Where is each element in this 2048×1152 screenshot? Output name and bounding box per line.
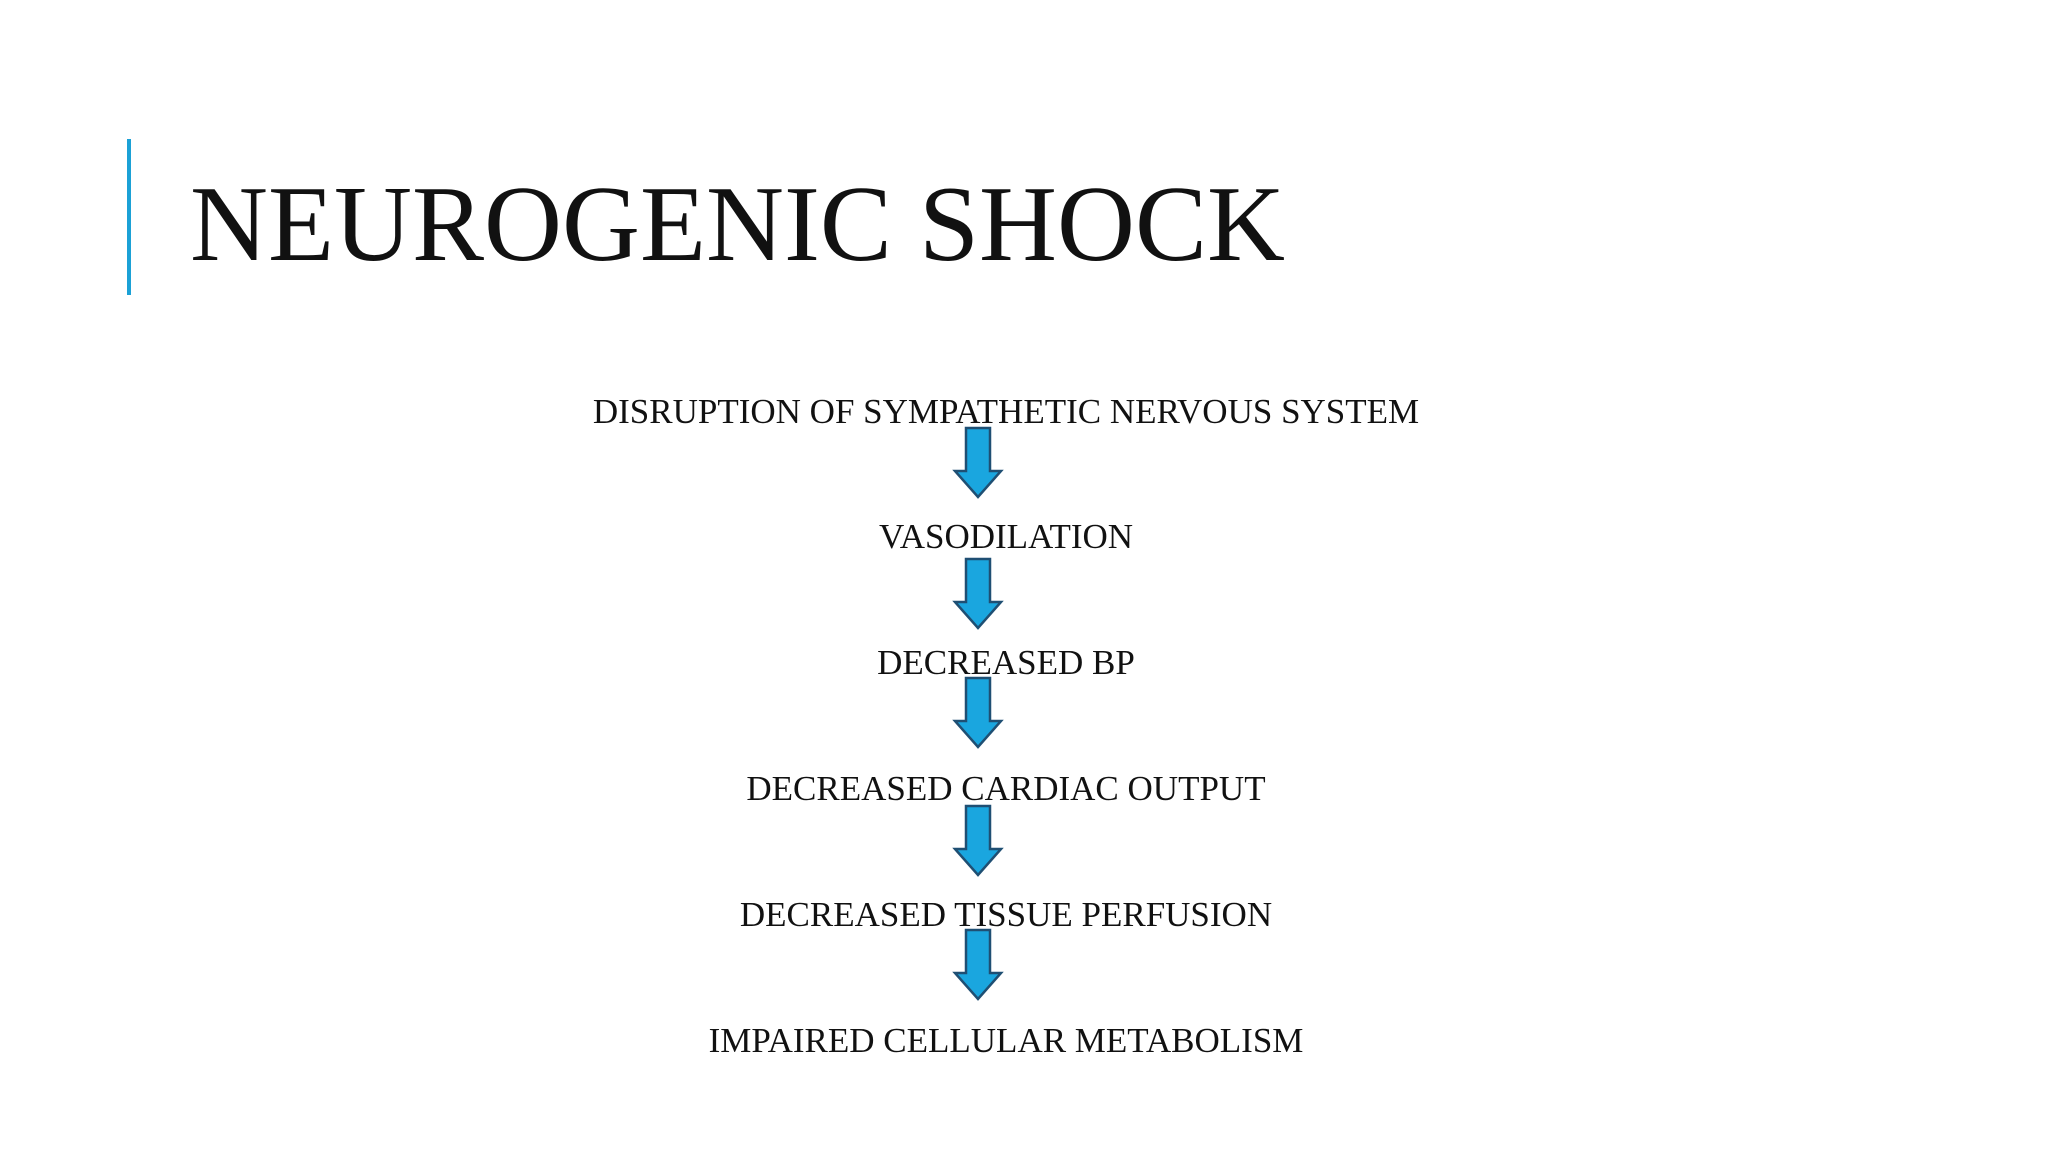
flow-step-impaired-cellular-metabolism: IMPAIRED CELLULAR METABOLISM	[708, 1021, 1304, 1060]
slide-title: NEUROGENIC SHOCK	[190, 165, 1286, 284]
down-arrow-icon	[952, 426, 1004, 499]
flow-step-vasodilation: VASODILATION	[878, 517, 1134, 556]
down-arrow-icon	[952, 676, 1004, 749]
down-arrow-icon	[952, 804, 1004, 877]
flow-step-sympathetic-disruption: DISRUPTION OF SYMPATHETIC NERVOUS SYSTEM	[592, 392, 1420, 431]
down-arrow-icon	[952, 928, 1004, 1001]
flow-step-decreased-bp: DECREASED BP	[877, 643, 1135, 682]
flow-step-decreased-cardiac-output: DECREASED CARDIAC OUTPUT	[746, 769, 1266, 808]
flow-step-decreased-tissue-perfusion: DECREASED TISSUE PERFUSION	[739, 895, 1273, 934]
title-accent-bar	[127, 139, 131, 295]
down-arrow-icon	[952, 557, 1004, 630]
